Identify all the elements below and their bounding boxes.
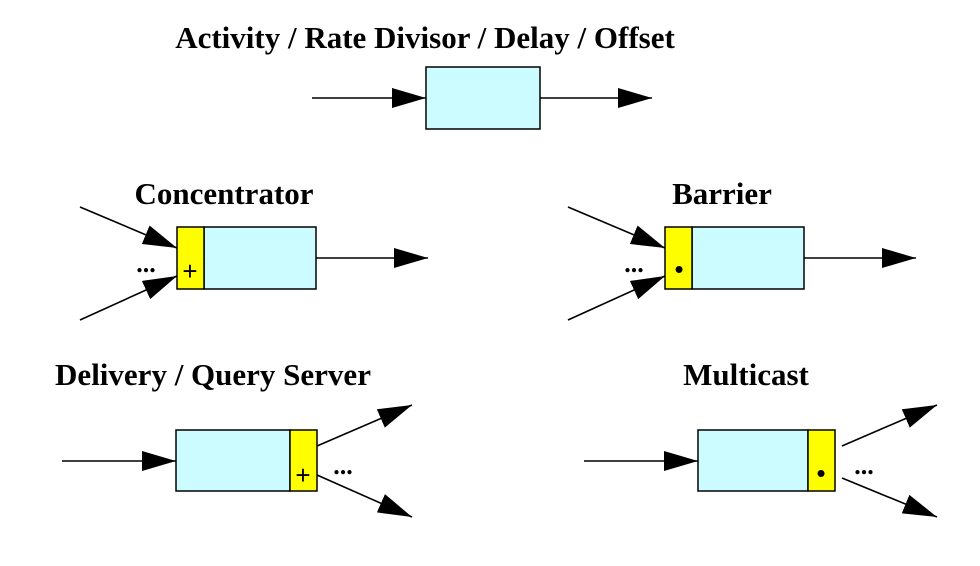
delivery-ellipsis: ... xyxy=(333,451,353,480)
multicast-output-arrow-upper xyxy=(841,404,938,447)
concentrator-title: Concentrator xyxy=(134,176,313,211)
barrier-dot-symbol: • xyxy=(674,254,683,284)
barrier-node xyxy=(691,226,805,290)
concentrator-plus-symbol: + xyxy=(182,256,197,286)
concentrator-ellipsis: ... xyxy=(136,249,156,278)
delivery-output-port xyxy=(289,429,318,492)
barrier-group: Barrier • ... xyxy=(567,176,916,321)
concentrator-group: Concentrator + ... xyxy=(79,176,428,321)
concentrator-input-arrow-upper xyxy=(79,206,178,249)
concentrator-input-arrow-lower xyxy=(79,275,178,321)
multicast-node xyxy=(697,429,809,492)
multicast-title: Multicast xyxy=(683,357,809,392)
concentrator-input-port xyxy=(176,226,205,290)
activity-group: Activity / Rate Divisor / Delay / Offset xyxy=(175,20,675,130)
multicast-dot-symbol: • xyxy=(816,458,825,488)
barrier-ellipsis: ... xyxy=(624,249,644,278)
barrier-input-arrow-upper xyxy=(567,206,666,249)
delivery-output-arrow-lower xyxy=(316,474,413,518)
barrier-title: Barrier xyxy=(672,176,772,211)
multicast-output-arrow-lower xyxy=(841,477,938,518)
barrier-input-port xyxy=(664,226,693,290)
multicast-ellipsis: ... xyxy=(854,451,874,480)
delivery-output-arrow-upper xyxy=(316,404,413,447)
concentrator-node xyxy=(203,226,317,290)
delivery-node xyxy=(175,429,291,492)
activity-node xyxy=(425,66,541,130)
delivery-plus-symbol: + xyxy=(295,460,310,490)
activity-title: Activity / Rate Divisor / Delay / Offset xyxy=(175,20,675,55)
multicast-group: Multicast • ... xyxy=(584,357,938,518)
delivery-group: Delivery / Query Server + ... xyxy=(55,357,413,518)
multicast-output-port xyxy=(807,429,836,492)
delivery-title: Delivery / Query Server xyxy=(55,357,371,392)
barrier-input-arrow-lower xyxy=(567,275,666,321)
